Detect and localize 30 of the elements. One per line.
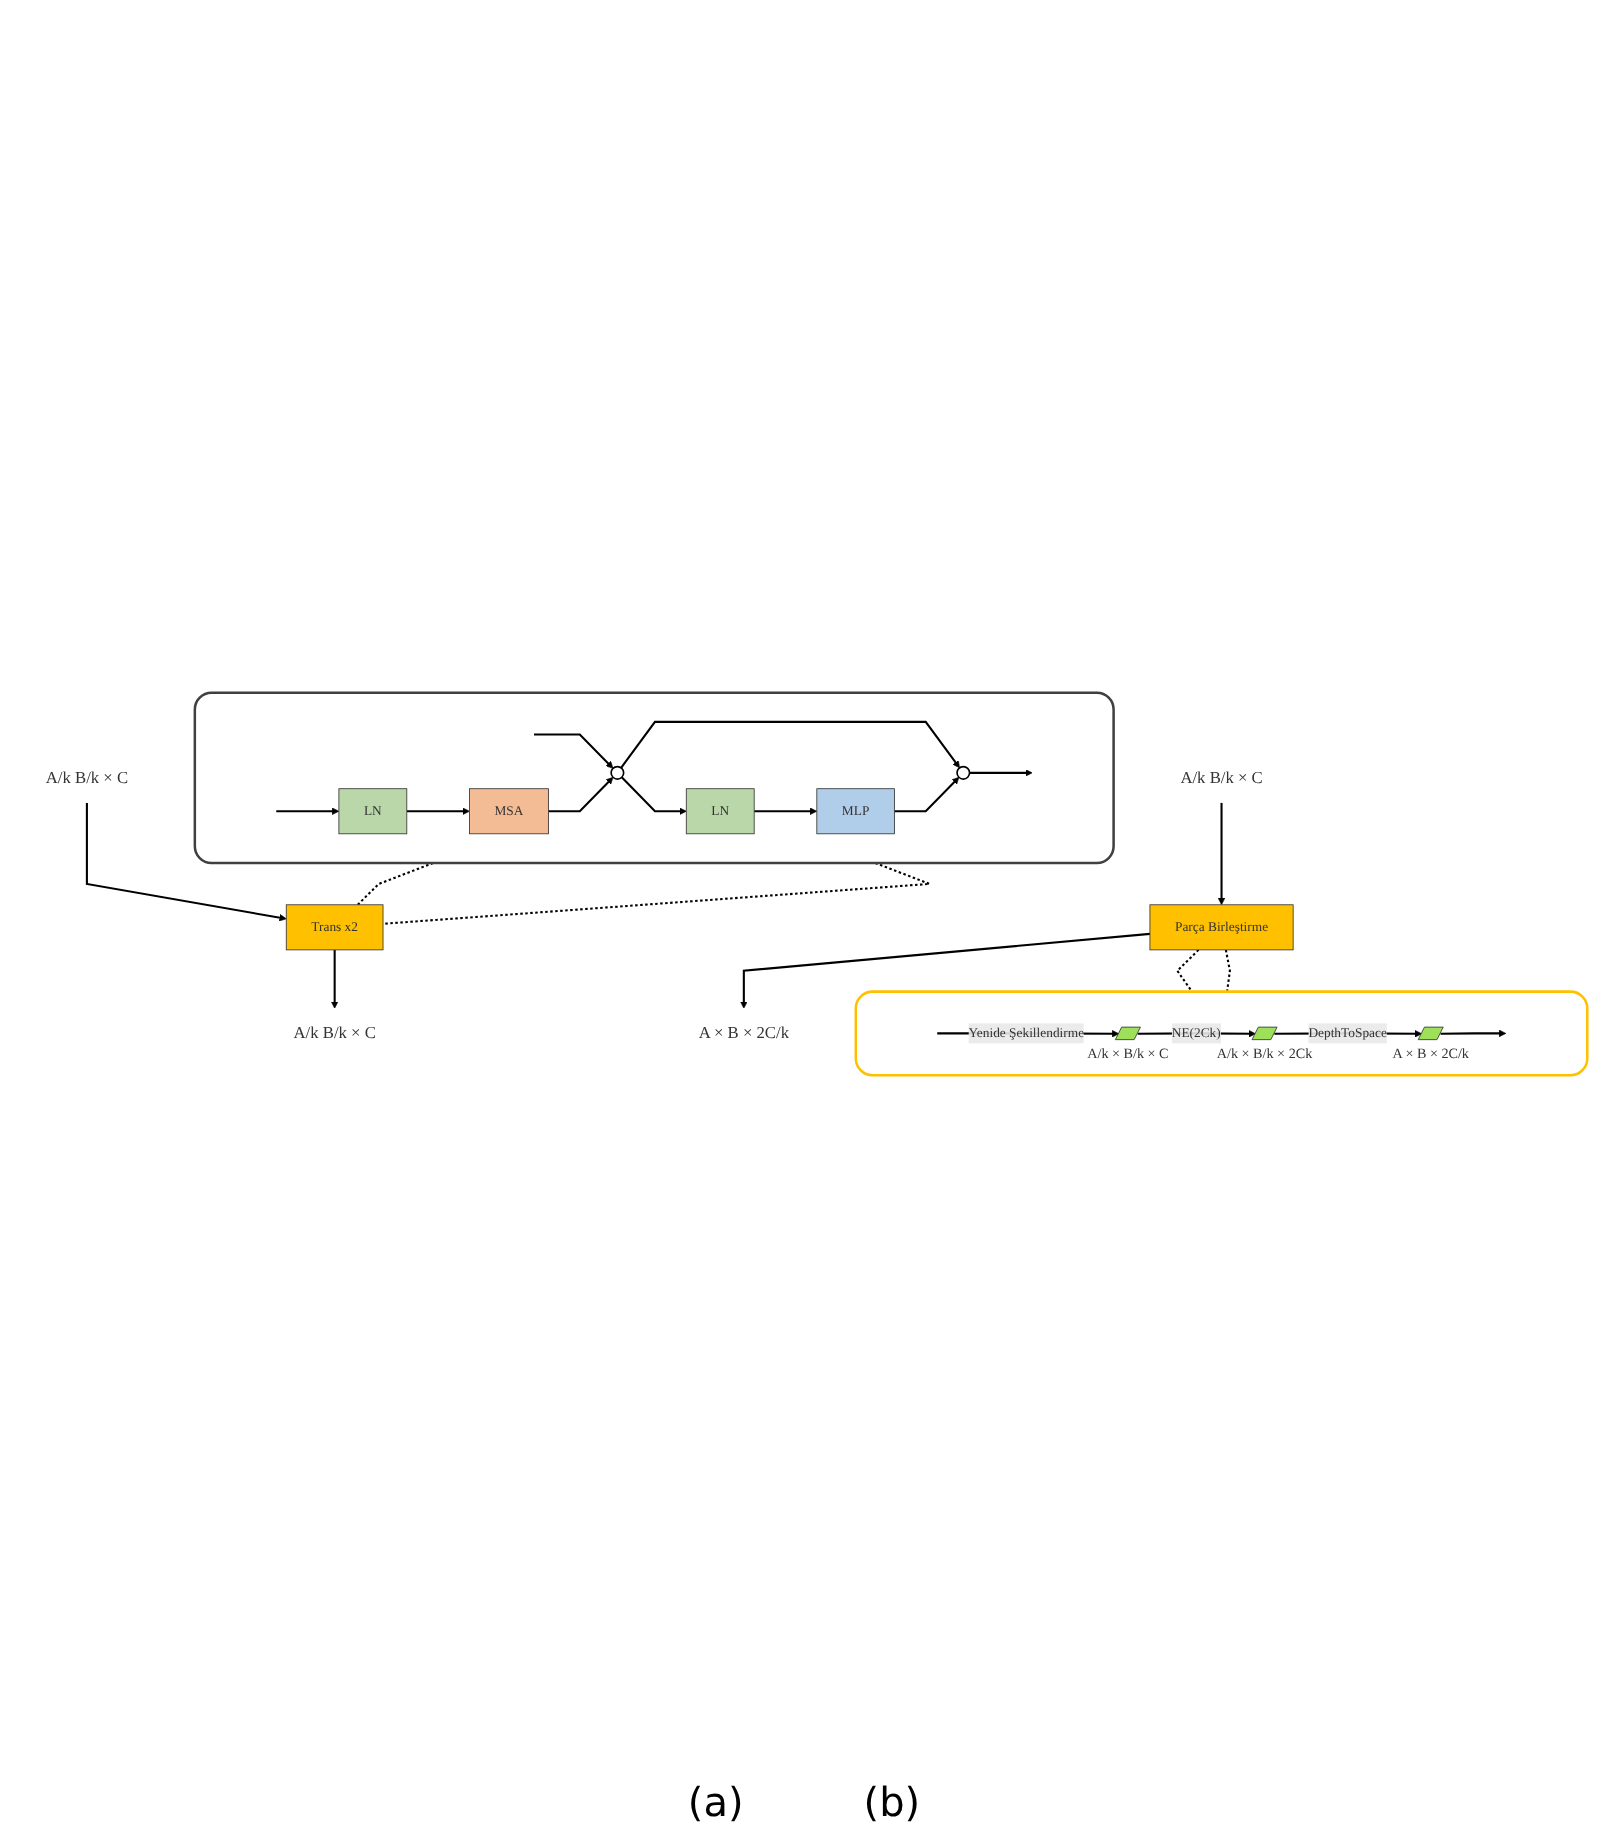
node-text: A/k B/k × C [45, 767, 129, 787]
arrow [276, 806, 340, 815]
arrow [406, 806, 470, 815]
node-text: A/k B/k × C [1180, 767, 1263, 787]
arrow [548, 776, 614, 812]
connector [1224, 948, 1231, 991]
arrow [894, 776, 960, 812]
arrow [754, 806, 818, 815]
arrow [534, 732, 614, 768]
arrow [620, 719, 960, 768]
panel-label: (b) [863, 1778, 921, 1826]
connector [382, 861, 931, 924]
node-parallelogram [1417, 1025, 1444, 1040]
node-text: A/k B/k × C [293, 1023, 376, 1042]
connector [356, 861, 434, 905]
arrow [1440, 1028, 1507, 1037]
arrow [740, 931, 1151, 1008]
node-text: A × B × 2C/k [698, 1023, 789, 1042]
cluster [193, 690, 1115, 864]
node-parallelogram [1251, 1025, 1278, 1040]
node-circle [956, 764, 971, 780]
cluster [854, 989, 1589, 1076]
panel-label: (a) [687, 1778, 744, 1826]
arrow [621, 775, 687, 815]
arrow [331, 948, 339, 1008]
arrow [85, 802, 287, 921]
node-circle [610, 764, 625, 780]
node-parallelogram [1114, 1025, 1141, 1040]
arrow [1217, 802, 1226, 905]
arrow [969, 768, 1033, 776]
